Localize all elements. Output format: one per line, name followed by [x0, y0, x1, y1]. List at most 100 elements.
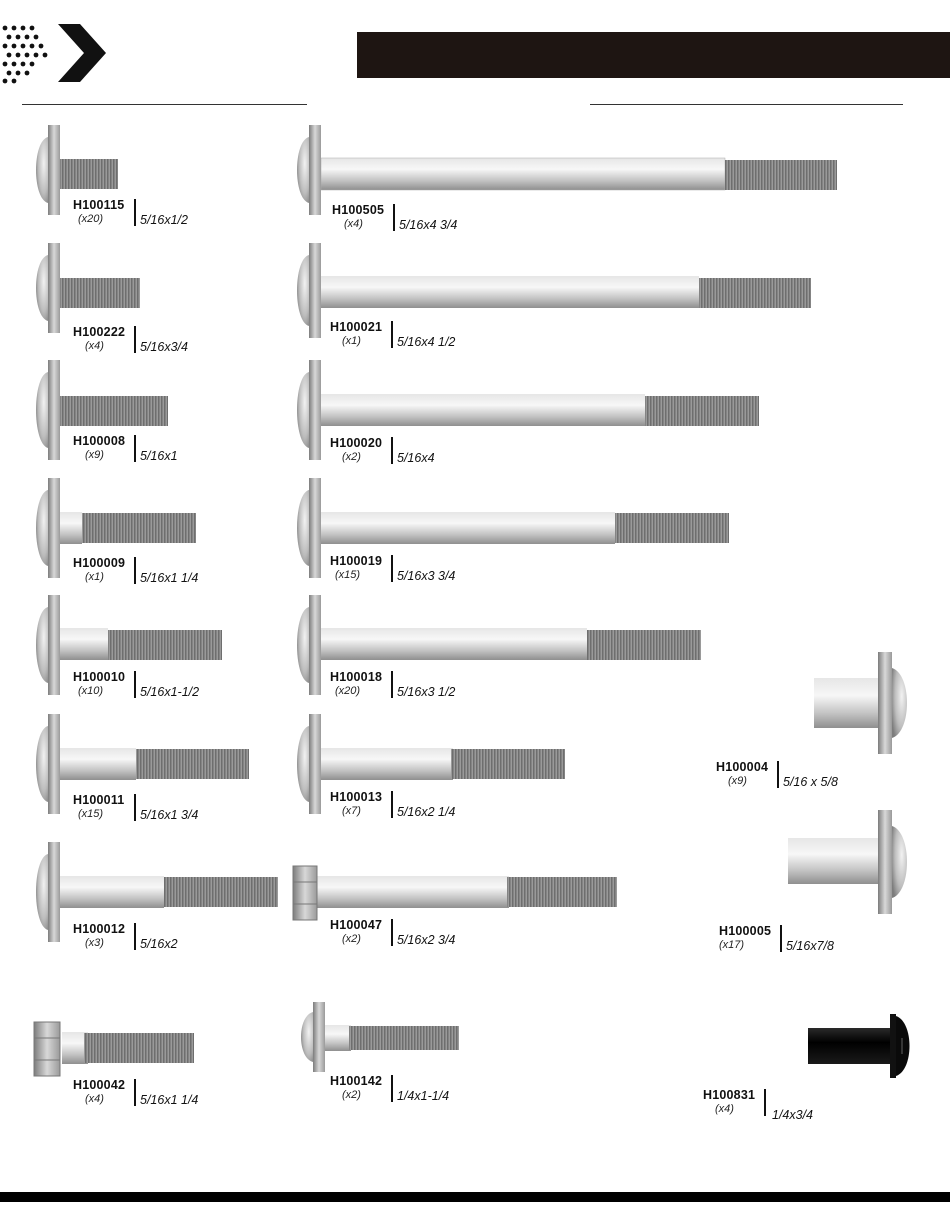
- part-code: H100005: [719, 924, 772, 938]
- part-size: 5/16 x 5/8: [783, 775, 838, 789]
- part-qty: (x3): [85, 937, 104, 949]
- part-size: 5/16x3/4: [140, 340, 188, 354]
- part-size: 5/16x4: [397, 451, 435, 465]
- bolt-image-h100021: [293, 243, 818, 338]
- label-divider: [391, 671, 393, 698]
- label-divider: [134, 557, 136, 584]
- bolt-image-h100013: [293, 714, 571, 814]
- part-size: 5/16x2: [140, 937, 178, 951]
- part-size: 1/4x1-1/4: [397, 1089, 450, 1103]
- part-qty: (x4): [85, 1093, 104, 1105]
- bolt-image-h100010: [32, 595, 232, 695]
- part-code: H100018: [330, 670, 383, 684]
- part-qty: (x7): [342, 805, 361, 817]
- part-qty: (x9): [85, 449, 104, 461]
- bolt-image-h100020: [293, 360, 768, 460]
- part-qty: (x4): [85, 340, 104, 352]
- part-qty: (x4): [344, 218, 363, 230]
- label-divider: [780, 925, 782, 952]
- part-code: H100020: [330, 436, 383, 450]
- bolt-image-h100009: [32, 478, 202, 578]
- part-size: 5/16x1 1/4: [140, 571, 199, 585]
- bolt-image-h100019: [293, 478, 738, 578]
- black-bolt-image-h100831: [806, 1014, 918, 1078]
- part-size: 5/16x3 1/2: [397, 685, 456, 699]
- part-qty: (x9): [728, 775, 747, 787]
- label-divider: [764, 1089, 766, 1116]
- bolt-image-h100505: [293, 125, 843, 215]
- part-qty: (x4): [715, 1103, 734, 1115]
- part-qty: (x15): [78, 808, 104, 820]
- divider-rule-right: [590, 104, 903, 105]
- part-qty: (x2): [342, 1089, 361, 1101]
- bolt-image-h100012: [32, 842, 282, 942]
- label-divider: [134, 794, 136, 821]
- part-code: H100222: [73, 325, 126, 339]
- label-divider: [134, 435, 136, 462]
- part-qty: (x20): [78, 213, 104, 225]
- label-divider: [391, 791, 393, 818]
- label-divider: [134, 199, 136, 226]
- part-size: 1/4x3/4: [772, 1108, 814, 1122]
- part-code: H100019: [330, 554, 383, 568]
- part-size: 5/16x4 3/4: [399, 218, 458, 232]
- header-title-bar: [357, 32, 950, 78]
- part-qty: (x1): [342, 335, 361, 347]
- label-divider: [393, 204, 395, 231]
- bolt-image-h100115: [32, 125, 142, 215]
- bolt-image-h100142: [297, 1002, 462, 1072]
- part-qty: (x15): [335, 569, 361, 581]
- bolt-image-h100222: [32, 243, 142, 333]
- bolt-image-h100011: [32, 714, 257, 814]
- label-divider: [134, 923, 136, 950]
- part-qty: (x10): [78, 685, 104, 697]
- part-size: 5/16x7/8: [786, 939, 834, 953]
- part-size: 5/16x1/2: [140, 213, 188, 227]
- part-code: H100505: [332, 203, 385, 217]
- part-qty: (x20): [335, 685, 361, 697]
- part-code: H100010: [73, 670, 126, 684]
- part-size: 5/16x2 3/4: [397, 933, 456, 947]
- part-code: H100042: [73, 1078, 126, 1092]
- part-size: 5/16x4 1/2: [397, 335, 456, 349]
- part-size: 5/16x3 3/4: [397, 569, 456, 583]
- part-qty: (x2): [342, 933, 361, 945]
- part-code: H100009: [73, 556, 126, 570]
- hex-bolt-image-h100042: [33, 1020, 199, 1080]
- part-code: H100008: [73, 434, 126, 448]
- part-qty: (x17): [719, 939, 745, 951]
- footer-bar: [0, 1192, 950, 1202]
- part-size: 5/16x2 1/4: [397, 805, 456, 819]
- label-divider: [134, 1079, 136, 1106]
- bolt-image-h100018: [293, 595, 708, 695]
- label-divider: [777, 761, 779, 788]
- part-code: H100013: [330, 790, 383, 804]
- label-divider: [391, 555, 393, 582]
- part-code: H100831: [703, 1088, 756, 1102]
- label-divider: [134, 326, 136, 353]
- label-divider: [391, 1075, 393, 1102]
- label-divider: [134, 671, 136, 698]
- part-size: 5/16x1 3/4: [140, 808, 199, 822]
- part-size: 5/16x1 1/4: [140, 1093, 199, 1107]
- part-code: H100021: [330, 320, 383, 334]
- part-code: H100004: [716, 760, 769, 774]
- brand-logo: [2, 24, 106, 84]
- label-divider: [391, 437, 393, 464]
- bolt-image-h100005: [786, 810, 911, 914]
- label-divider: [391, 321, 393, 348]
- hex-bolt-image-h100047: [292, 864, 623, 924]
- divider-rule-left: [22, 104, 307, 105]
- part-code: H100047: [330, 918, 383, 932]
- bolt-image-h100008: [32, 360, 172, 460]
- part-code: H100115: [73, 198, 125, 212]
- part-code: H100012: [73, 922, 126, 936]
- part-size: 5/16x1-1/2: [140, 685, 200, 699]
- part-qty: (x1): [85, 571, 104, 583]
- part-code: H100011: [73, 793, 125, 807]
- part-qty: (x2): [342, 451, 361, 463]
- label-divider: [391, 919, 393, 946]
- part-code: H100142: [330, 1074, 383, 1088]
- bolt-image-h100004: [812, 652, 912, 754]
- part-size: 5/16x1: [140, 449, 178, 463]
